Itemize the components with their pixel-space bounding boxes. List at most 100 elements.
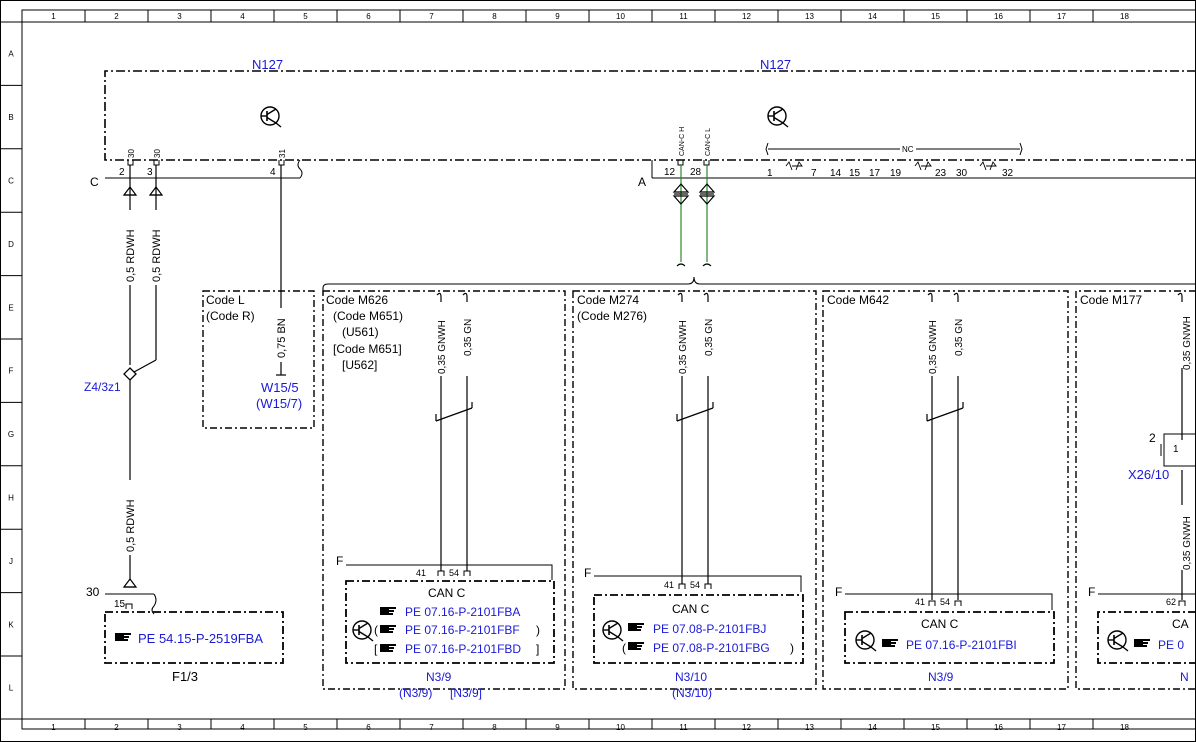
wire-g2a: 0,35 GNWH <box>678 320 689 374</box>
column-number-top: 13 <box>805 12 814 21</box>
column-number-bottom: 11 <box>679 723 688 732</box>
hand-icon-m3 <box>882 639 898 647</box>
column-number-bottom: 9 <box>555 723 560 732</box>
m2-can: CAN C <box>672 602 710 616</box>
x26-10-label: X26/10 <box>1128 467 1169 482</box>
column-number-top: 4 <box>240 12 245 21</box>
column-number-top: 5 <box>303 12 308 21</box>
m2-pin41: 41 <box>664 580 674 590</box>
row-letter: D <box>8 240 14 249</box>
column-number-bottom: 16 <box>994 723 1003 732</box>
f13-pin-15: 15 <box>114 599 126 610</box>
nc-jumper <box>785 161 803 171</box>
section-m626-box <box>322 290 566 690</box>
nc-pin: 30 <box>956 168 968 179</box>
section-m642-wires <box>926 292 964 600</box>
wire-g3a: 0,35 GNWH <box>928 320 939 374</box>
x26-pin-1: 1 <box>1173 444 1179 455</box>
m4-can: CA <box>1172 617 1189 631</box>
m1-ref1: PE 07.16-P-2101FBA <box>405 605 520 619</box>
m1-can: CAN C <box>428 586 466 600</box>
c-pin-2: 2 <box>119 167 125 178</box>
wire-g4a: 0,35 GNWH <box>1182 316 1193 370</box>
can-bus-connectors <box>672 183 716 205</box>
m1-name: N3/9 <box>426 670 452 684</box>
m1-ref2-close: ) <box>536 623 540 637</box>
can-brace <box>322 263 1196 295</box>
m1-pin54: 54 <box>449 568 459 578</box>
column-number-bottom: 7 <box>429 723 434 732</box>
m2-pin54: 54 <box>690 580 700 590</box>
code-r-label: (Code R) <box>206 309 255 323</box>
wire-g2b: 0,35 GN <box>704 319 715 356</box>
supply-wires <box>129 165 286 580</box>
column-number-top: 15 <box>931 12 940 21</box>
column-number-bottom: 8 <box>492 723 497 732</box>
m2-alt1: (N3/10) <box>672 686 712 700</box>
control-unit-icon-left <box>260 106 282 128</box>
code-l-box <box>202 290 315 429</box>
f13-box-top <box>105 593 157 615</box>
column-number-bottom: 15 <box>931 723 940 732</box>
m2-ref2-close: ) <box>790 641 794 655</box>
connector-a <box>651 160 1196 179</box>
c-term-30a: 30 <box>127 149 136 158</box>
m1-ref2: PE 07.16-P-2101FBF <box>405 623 520 637</box>
column-number-bottom: 6 <box>366 723 371 732</box>
column-number-bottom: 1 <box>51 723 56 732</box>
c-pin-3: 3 <box>147 167 153 178</box>
row-letter: G <box>8 430 14 439</box>
m3-can: CAN C <box>921 617 959 631</box>
a-pin-28: 28 <box>690 167 702 178</box>
section-m177-wires <box>1177 292 1183 600</box>
splice-z4 <box>123 367 137 381</box>
row-letter: F <box>9 367 14 376</box>
connector-c-label: C <box>90 175 99 189</box>
n127-left-label: N127 <box>252 57 283 72</box>
column-number-bottom: 12 <box>742 723 751 732</box>
nc-jumper <box>979 161 997 171</box>
wire-label-4: 0,75 BN <box>276 318 288 358</box>
code-m177: Code M177 <box>1080 293 1142 307</box>
control-unit-icon-m1 <box>352 620 374 642</box>
m2-ref2: PE 07.08-P-2101FBG <box>653 641 770 655</box>
can-bus-main <box>680 165 708 262</box>
m1-ref3-close: ] <box>536 642 539 656</box>
a-can-h-label: CAN-C H <box>679 127 686 156</box>
section-m177-box <box>1075 290 1196 690</box>
nc-pin: 19 <box>890 168 902 179</box>
w15-5-label: W15/5 <box>261 380 299 395</box>
splice-z4-label: Z4/3z1 <box>84 380 121 394</box>
column-number-top: 10 <box>616 12 625 21</box>
m4-name: N <box>1180 670 1189 684</box>
module-n39a-box <box>345 580 555 664</box>
wire-g3b: 0,35 GN <box>954 319 965 356</box>
m4-ref1: PE 0 <box>1158 638 1184 652</box>
hand-icon-m2a <box>628 623 644 631</box>
m1-ref3-open: [ <box>374 642 378 656</box>
wire-label-3: 0,5 RDWH <box>125 499 137 552</box>
column-number-bottom: 4 <box>240 723 245 732</box>
column-number-top: 18 <box>1120 12 1129 21</box>
section-m642-box <box>822 290 1069 690</box>
column-number-top: 1 <box>51 12 56 21</box>
m3-f: F <box>835 585 842 599</box>
nc-label: NC <box>902 145 914 154</box>
f13-box <box>104 611 284 664</box>
m3-pin41: 41 <box>915 597 925 607</box>
column-number-bottom: 14 <box>868 723 877 732</box>
column-number-top: 14 <box>868 12 877 21</box>
module-n39b-box <box>844 611 1055 664</box>
row-letter: K <box>8 620 14 629</box>
f13-ref: PE 54.15-P-2519FBA <box>138 631 263 646</box>
hand-icon-m2b <box>628 642 644 650</box>
c-term-31: 31 <box>278 149 287 158</box>
a-can-l-label: CAN-C L <box>705 128 712 156</box>
m1-alt1: (N3/9) <box>399 686 432 700</box>
code-l-label: Code L <box>206 293 245 307</box>
nc-jumper <box>914 161 932 171</box>
column-number-bottom: 18 <box>1120 723 1129 732</box>
connector-a-label: A <box>638 175 646 189</box>
u562: [U562] <box>342 358 377 372</box>
